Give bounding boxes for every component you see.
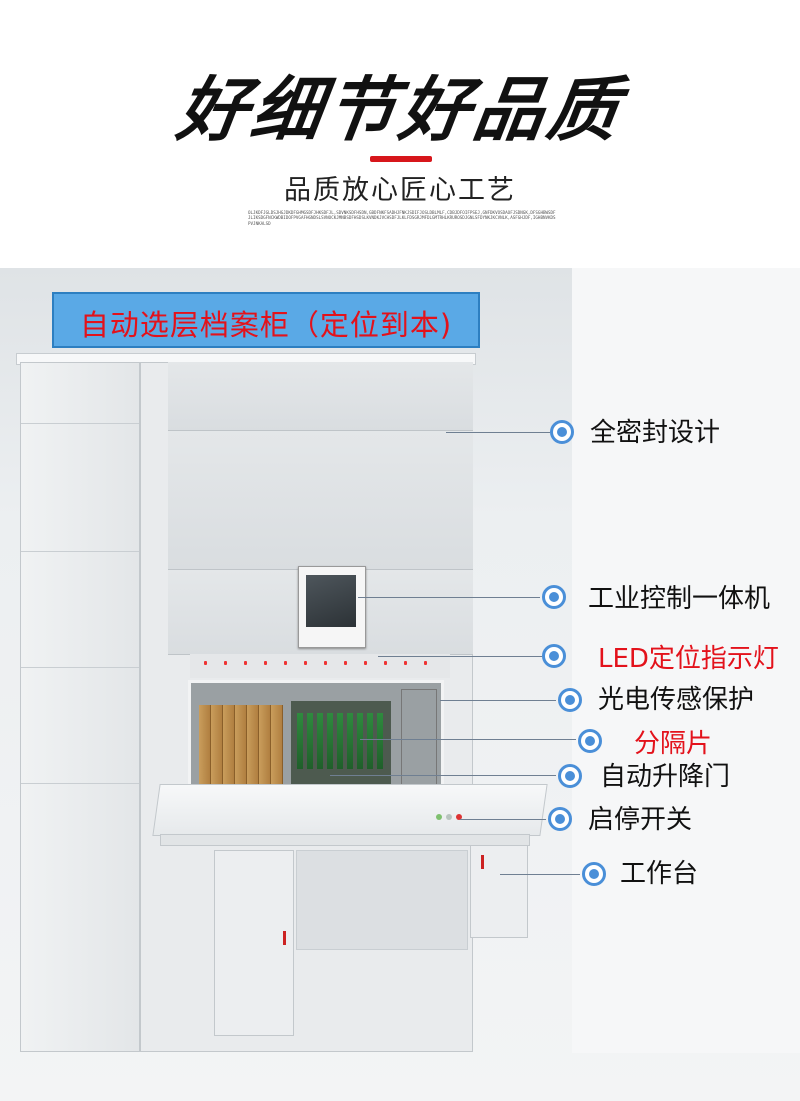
screen-display [306,575,356,627]
callout-label-start-stop-switch: 启停开关 [588,805,693,835]
stop-switch [456,814,462,820]
file-box [211,705,223,793]
divider-file [317,713,323,769]
callout-dot [550,420,574,444]
side-seam [21,551,139,552]
callout-label-industrial-pc: 工业控制一体机 [588,584,771,614]
led-strip [190,654,450,678]
divider-file [347,713,353,769]
indicator-switch [446,814,452,820]
sensor-wiring [401,689,437,797]
front-panel-upper [168,362,473,431]
subtitle: 品质放心匠心工艺 [284,175,516,206]
led-light [264,661,267,665]
divider-file [367,713,373,769]
divider-file [327,713,333,769]
callout-dot [578,729,602,753]
callout-label-sealed-design: 全密封设计 [590,418,721,448]
callout-dot [558,688,582,712]
divider-file [377,713,383,769]
header-section: 好细节好品质 品质放心匠心工艺 OLJKDFJGLDSJHGJDKDFGHMGS… [0,0,800,268]
callout-line [378,656,542,657]
desk-top [152,784,548,836]
callout-dot [582,862,606,886]
callout-label-led-indicator: LED定位指示灯 [598,644,779,674]
file-box [259,705,271,793]
side-seam [21,783,139,784]
decorative-filler-text: OLJKDFJGLDSJHGJDKDFGHMGSDFJHKSDFJL,SDVNK… [248,210,556,226]
callout-line [446,432,550,433]
file-box [271,705,283,793]
front-panel-middle [168,431,473,570]
cabinet-side [20,362,140,1052]
callout-label-photoelectric-sensor: 光电传感保护 [598,685,755,715]
start-switch [436,814,442,820]
side-seam [21,423,139,424]
led-light [204,661,207,665]
desk-front-edge [160,834,530,846]
divider-file [337,713,343,769]
callout-dot [548,807,572,831]
callout-label-auto-door: 自动升降门 [600,762,731,792]
led-light [324,661,327,665]
stage-right-panel [572,268,800,1053]
divider-file [297,713,303,769]
led-light [344,661,347,665]
callout-line [330,775,556,776]
led-light [384,661,387,665]
start-stop-switches [436,814,466,822]
led-light [244,661,247,665]
title-accent-bar [370,156,432,162]
desk-cabinet-left [214,850,294,1036]
cabinet-handle [481,855,484,869]
led-light [304,661,307,665]
divider-file [357,713,363,769]
file-box [247,705,259,793]
callout-label-workbench: 工作台 [620,859,699,889]
cabinet-handle [283,931,286,945]
led-light [424,661,427,665]
file-box [199,705,211,793]
led-light [404,661,407,665]
led-light [364,661,367,665]
callout-line [360,739,576,740]
divider-section [291,701,391,785]
callout-line [460,819,546,820]
callout-dot [542,585,566,609]
product-banner-text: 自动选层档案柜（定位到本) [79,308,453,342]
callout-line [358,597,540,598]
callout-label-divider: 分隔片 [634,729,713,759]
file-box [223,705,235,793]
led-light [284,661,287,665]
divider-file [307,713,313,769]
led-light [224,661,227,665]
product-banner: 自动选层档案柜（定位到本) [52,292,480,348]
desk-underside [296,850,468,950]
side-seam [21,667,139,668]
callout-line [500,874,580,875]
callout-dot [542,644,566,668]
file-box [235,705,247,793]
callout-line [440,700,556,701]
main-title: 好细节好品质 [172,69,628,151]
callout-dot [558,764,582,788]
touch-screen [298,566,366,648]
